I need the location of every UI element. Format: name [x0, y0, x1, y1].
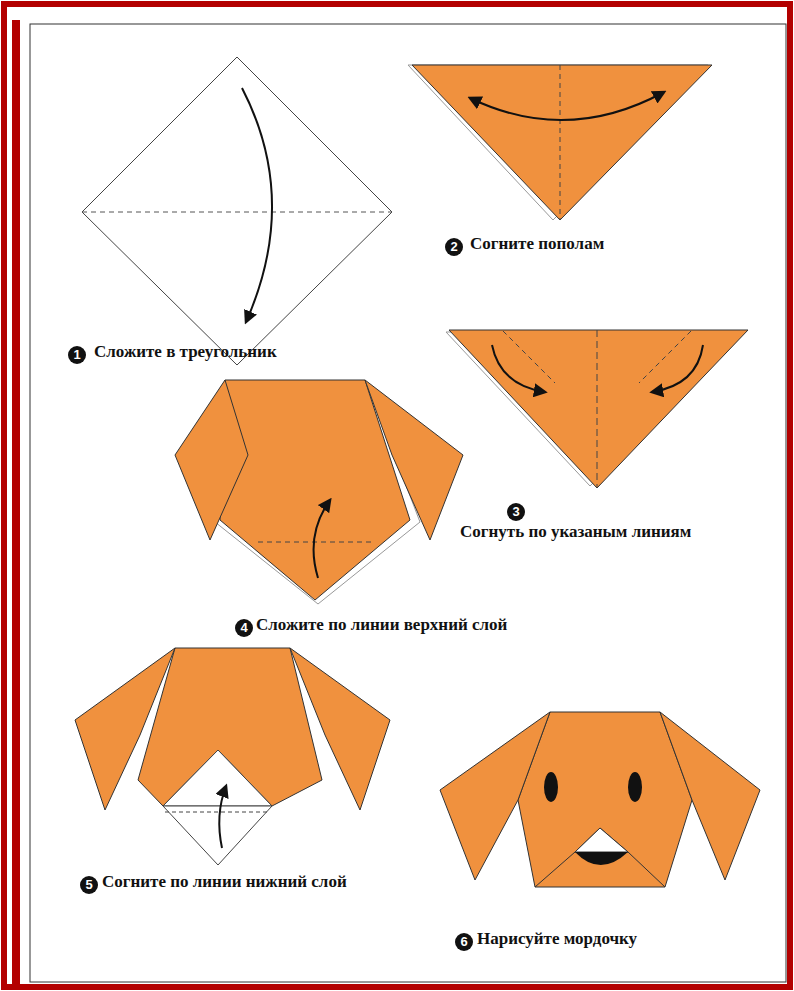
step-number: 3	[507, 503, 525, 521]
step-caption: Согнуть по указаным линиям	[460, 523, 691, 542]
step-number: 6	[455, 933, 473, 951]
step-number: 4	[235, 619, 253, 637]
step-caption: Сложите по линии верхний слой	[256, 616, 507, 635]
step-number: 1	[68, 346, 86, 364]
step-caption: Согните по линии нижний слой	[102, 873, 347, 892]
step-number: 5	[80, 876, 98, 894]
step-caption: Согните пополам	[470, 235, 604, 254]
step-number: 2	[445, 238, 463, 256]
step-caption: Сложите в треугольник	[94, 343, 277, 362]
step-caption: Нарисуйте мордочку	[477, 930, 637, 949]
